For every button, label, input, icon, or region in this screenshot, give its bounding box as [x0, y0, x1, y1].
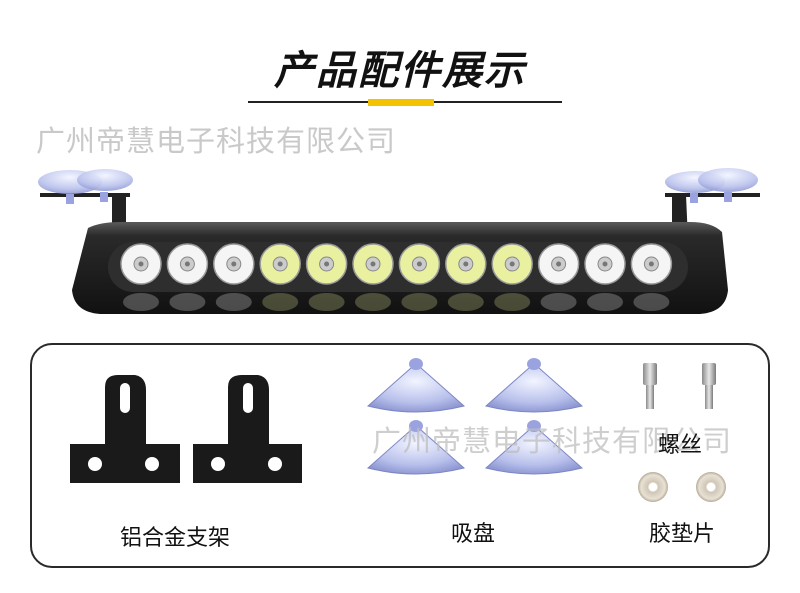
- led-lamp: [305, 243, 348, 285]
- suction-cup: [366, 420, 466, 475]
- aluminum-bracket-image: [70, 375, 302, 483]
- suction-cup: [366, 358, 466, 413]
- led-lamp: [352, 243, 394, 285]
- led-lamp: [630, 243, 673, 285]
- suction-cup-label: 吸盘: [451, 522, 496, 547]
- light-bar-image: [38, 168, 760, 314]
- led-lamp: [120, 243, 162, 285]
- led-lamp: [491, 243, 533, 285]
- led-row: [120, 243, 673, 285]
- led-lamp: [445, 243, 487, 285]
- led-lamp: [584, 243, 626, 285]
- suction-cup-image: [366, 358, 584, 475]
- led-lamp: [259, 243, 301, 285]
- pad-label: 胶垫片: [649, 522, 716, 547]
- suction-cup: [484, 358, 584, 413]
- rubber-pad-image: [638, 472, 726, 502]
- title-accent-bar: [368, 99, 434, 106]
- suction-cup: [484, 420, 584, 475]
- led-lamp: [166, 243, 209, 285]
- watermark-overlay: 广州帝慧电子科技有限公司: [372, 424, 733, 458]
- screw-image: [643, 363, 716, 409]
- led-lamp: [537, 243, 580, 285]
- watermark: 广州帝慧电子科技有限公司: [36, 124, 397, 158]
- screw-label: 螺丝: [658, 433, 703, 458]
- led-lamp: [213, 243, 255, 285]
- page-title: 产品配件展示: [274, 48, 526, 94]
- bracket-label: 铝合金支架: [120, 526, 231, 551]
- led-lamp: [398, 243, 441, 285]
